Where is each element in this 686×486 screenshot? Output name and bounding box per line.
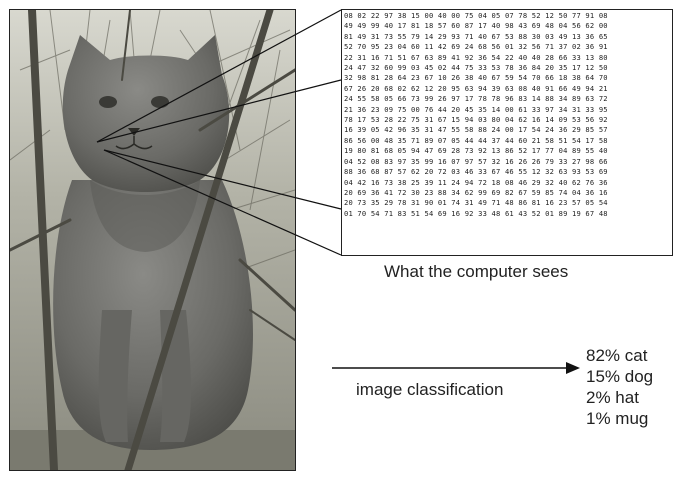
result-dog: 15% dog xyxy=(586,367,654,386)
result-hat: 2% hat xyxy=(586,388,639,407)
classification-results: 82% cat 15% dog 2% hat 1% mug xyxy=(586,345,653,429)
image-classification-caption: image classification xyxy=(356,380,504,399)
pixel-values-text: 08 02 22 97 38 15 00 40 00 75 04 05 07 7… xyxy=(344,11,608,218)
cat-photo xyxy=(9,9,296,471)
computer-sees-caption: What the computer sees xyxy=(384,262,569,281)
result-mug: 1% mug xyxy=(586,409,649,428)
result-cat: 82% cat xyxy=(586,346,648,365)
pixel-value-matrix: 08 02 22 97 38 15 00 40 00 75 04 05 07 7… xyxy=(341,9,673,256)
classification-arrow xyxy=(332,362,580,374)
